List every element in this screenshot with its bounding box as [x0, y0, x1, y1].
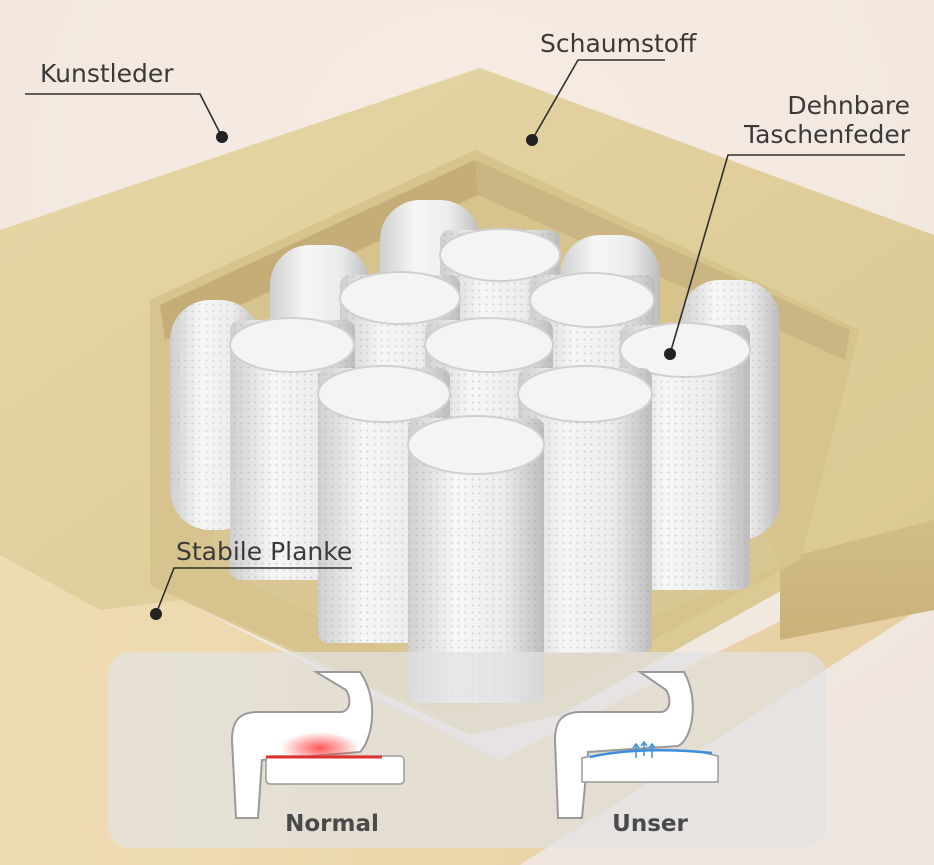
- label-taschenfeder: Dehnbare Taschenfeder: [743, 91, 910, 150]
- label-taschenfeder-line2: Taschenfeder: [743, 119, 910, 149]
- callout-lines: [25, 59, 905, 615]
- pocket-springs: [229, 228, 751, 703]
- callout-dots: [150, 131, 676, 620]
- comparison-panel: [108, 652, 826, 848]
- schaumstoff-leader: [531, 59, 665, 141]
- label-normal: Normal: [285, 811, 379, 837]
- planke-leader: [155, 567, 352, 615]
- label-kunstleder: Kunstleder: [40, 59, 174, 88]
- taschenfeder-leader: [669, 154, 905, 355]
- label-schaumstoff: Schaumstoff: [540, 29, 697, 58]
- unser-seat-diagram: [553, 671, 719, 819]
- label-stabile-planke: Stabile Planke: [176, 537, 353, 566]
- kunstleder-leader: [25, 93, 223, 138]
- label-unser: Unser: [612, 811, 688, 837]
- normal-seat-diagram: [230, 671, 405, 819]
- label-taschenfeder-line1: Dehnbare: [787, 91, 910, 120]
